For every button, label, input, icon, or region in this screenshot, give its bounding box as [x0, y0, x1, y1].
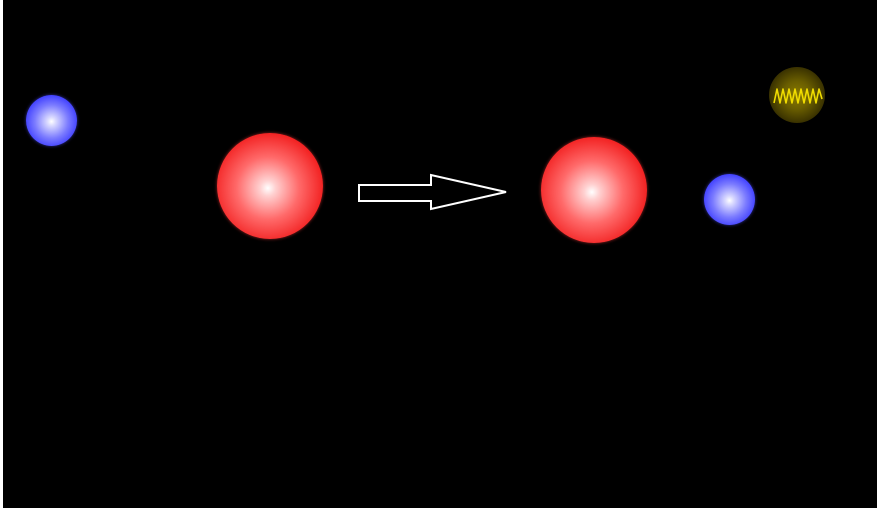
wavy-line-icon: [773, 88, 823, 104]
final-nucleus: [541, 137, 647, 243]
transition-arrow-icon: [358, 173, 507, 211]
initial-electron: [26, 95, 77, 146]
initial-nucleus: [217, 133, 323, 239]
photon-emission: [769, 67, 825, 123]
diagram-canvas: [3, 0, 877, 508]
final-electron: [704, 174, 755, 225]
